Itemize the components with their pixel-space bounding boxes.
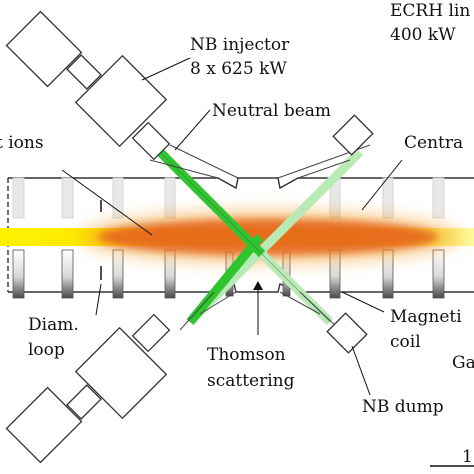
nb-dump-lower — [326, 312, 368, 354]
magnetic-coil-label-2: coil — [390, 332, 421, 352]
diam-loop-label-2: loop — [28, 340, 65, 360]
neutral-beam-label: Neutral beam — [212, 101, 331, 121]
nb-injector-label-1: NB injector — [190, 35, 290, 55]
nb-injector-upper — [5, 10, 171, 161]
callout-lines — [61, 57, 403, 396]
magnetic-coil-label-1: Magneti — [390, 307, 462, 327]
nb-injector-label-2: 8 x 625 kW — [190, 59, 287, 79]
ecrh-label-1: ECRH lin — [390, 1, 470, 21]
thomson-label-1: Thomson — [207, 345, 286, 365]
diam-loop-label-1: Diam. — [28, 315, 79, 335]
central-cell-label: Centra — [404, 133, 463, 153]
thomson-label-2: scattering — [207, 371, 295, 391]
injected-beam-2 — [186, 234, 264, 325]
ecrh-label-2: 400 kW — [390, 25, 456, 45]
nb-injector-lower — [5, 313, 171, 464]
plasma-core — [98, 219, 438, 255]
nb-dump-label: NB dump — [362, 397, 444, 417]
scale-label: 1 — [462, 447, 473, 467]
nb-dump-upper — [332, 114, 374, 156]
gas-label: Ga — [452, 353, 474, 373]
thomson-arrowhead — [253, 281, 263, 290]
hot-ions-label: t ions — [0, 133, 44, 153]
